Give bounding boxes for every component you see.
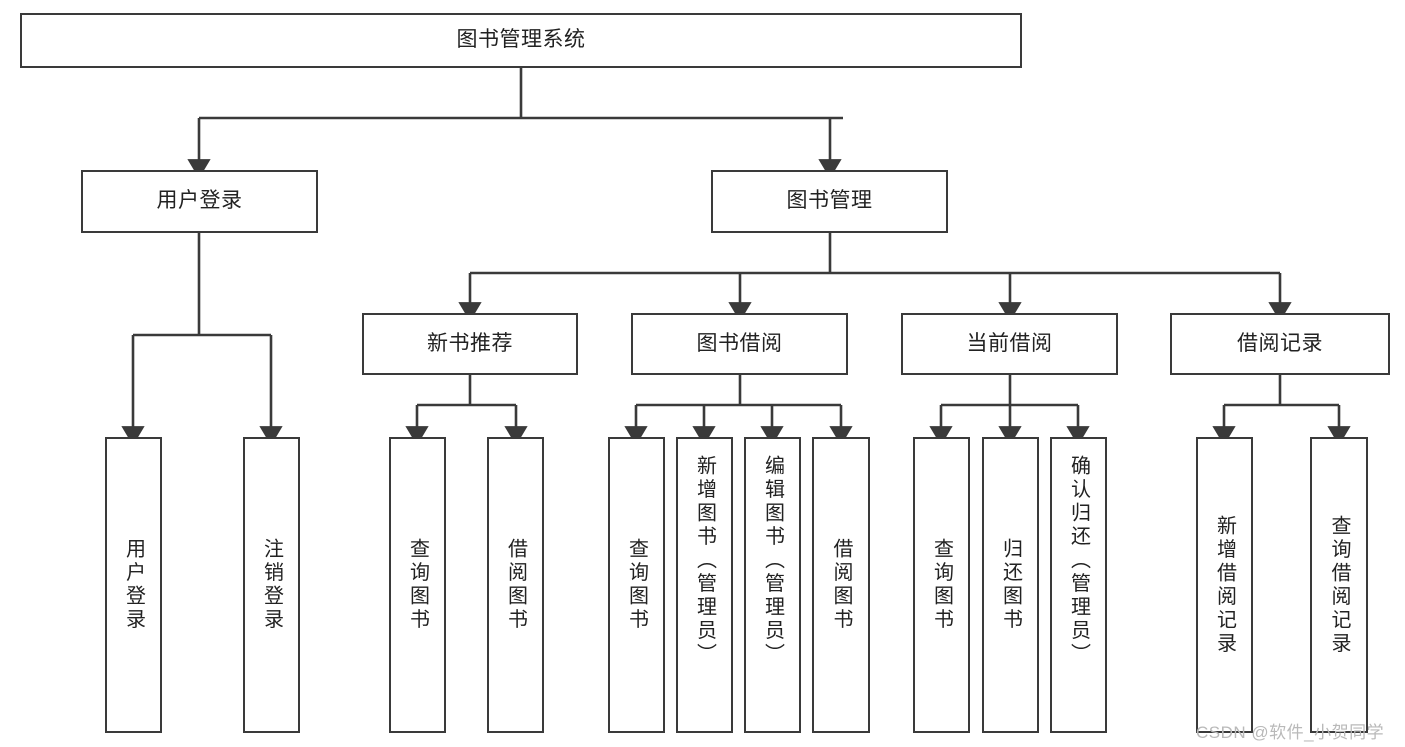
node-book-management-label: 图书管理 xyxy=(786,189,873,213)
leaf-borrow-edit-book[interactable]: 编辑图书（管理员） xyxy=(744,437,801,733)
leaf-current-query-book-label: 查询图书 xyxy=(930,538,953,632)
leaf-user-login-label: 用户登录 xyxy=(122,538,145,632)
leaf-record-add[interactable]: 新增借阅记录 xyxy=(1196,437,1253,733)
leaf-logout-label: 注销登录 xyxy=(260,538,283,632)
node-new-book-recommend-label: 新书推荐 xyxy=(427,331,513,355)
leaf-user-login[interactable]: 用户登录 xyxy=(105,437,162,733)
leaf-borrow-edit-book-label: 编辑图书（管理员） xyxy=(761,455,784,667)
leaf-current-confirm-return-label: 确认归还（管理员） xyxy=(1067,455,1090,667)
node-new-book-recommend[interactable]: 新书推荐 xyxy=(362,313,578,375)
leaf-current-return-book-label: 归还图书 xyxy=(999,538,1022,632)
leaf-borrow-lend-book[interactable]: 借阅图书 xyxy=(812,437,870,733)
node-user-login[interactable]: 用户登录 xyxy=(81,170,318,233)
node-book-management[interactable]: 图书管理 xyxy=(711,170,948,233)
leaf-borrow-query-book-label: 查询图书 xyxy=(625,538,648,632)
leaf-borrow-query-book[interactable]: 查询图书 xyxy=(608,437,665,733)
leaf-borrow-lend-book-label: 借阅图书 xyxy=(830,538,852,632)
leaf-borrow-add-book[interactable]: 新增图书（管理员） xyxy=(676,437,733,733)
node-borrow-record-label: 借阅记录 xyxy=(1237,331,1323,355)
node-book-borrow[interactable]: 图书借阅 xyxy=(631,313,848,375)
leaf-record-query-label: 查询借阅记录 xyxy=(1328,514,1350,656)
node-current-borrow-label: 当前借阅 xyxy=(966,331,1053,355)
leaf-record-add-label: 新增借阅记录 xyxy=(1213,514,1236,656)
leaf-recommend-query-book[interactable]: 查询图书 xyxy=(389,437,446,733)
leaf-current-confirm-return[interactable]: 确认归还（管理员） xyxy=(1050,437,1107,733)
node-book-borrow-label: 图书借阅 xyxy=(696,331,783,355)
leaf-recommend-query-book-label: 查询图书 xyxy=(406,538,429,632)
leaf-logout[interactable]: 注销登录 xyxy=(243,437,300,733)
node-root-title[interactable]: 图书管理系统 xyxy=(20,13,1022,68)
leaf-current-return-book[interactable]: 归还图书 xyxy=(982,437,1039,733)
leaf-recommend-borrow-book[interactable]: 借阅图书 xyxy=(487,437,544,733)
node-root-title-label: 图书管理系统 xyxy=(456,28,586,52)
watermark-text: CSDN @软件_小贺同学 xyxy=(1196,723,1385,742)
leaf-borrow-add-book-label: 新增图书（管理员） xyxy=(693,455,716,667)
node-user-login-label: 用户登录 xyxy=(156,189,243,213)
node-current-borrow[interactable]: 当前借阅 xyxy=(901,313,1118,375)
leaf-recommend-borrow-book-label: 借阅图书 xyxy=(504,538,527,632)
node-borrow-record[interactable]: 借阅记录 xyxy=(1170,313,1390,375)
leaf-current-query-book[interactable]: 查询图书 xyxy=(913,437,970,733)
leaf-record-query[interactable]: 查询借阅记录 xyxy=(1310,437,1368,733)
